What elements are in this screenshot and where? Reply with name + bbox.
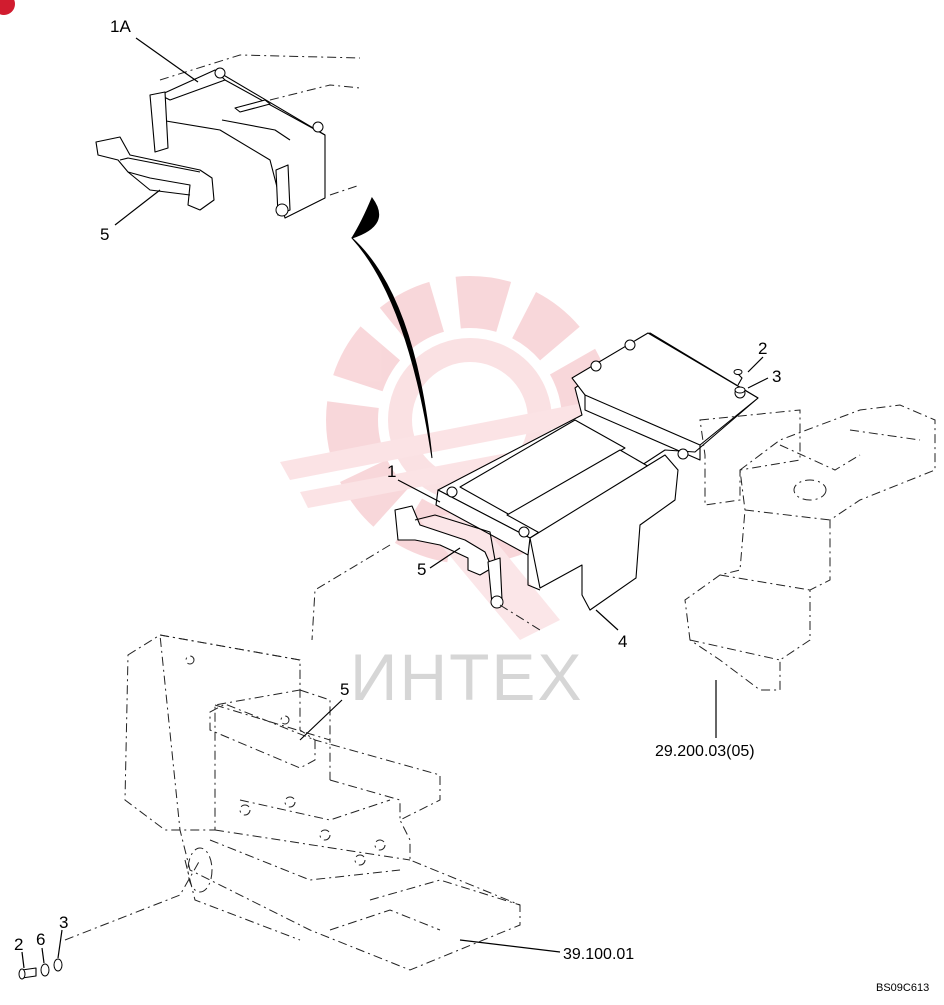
callout-2-right: 2: [758, 339, 767, 358]
leader-5-lower: [299, 699, 343, 741]
corner-badge-icon: [0, 0, 15, 15]
leader-1: [397, 479, 441, 503]
frame-assembly-dashed: [684, 404, 936, 691]
callout-3-right: 3: [772, 367, 781, 386]
loose-hardware: [18, 958, 63, 980]
chassis-assembly-dashed: [124, 634, 521, 971]
callout-6-left: 6: [36, 930, 45, 949]
cover-assembly: [394, 332, 759, 611]
leader-6-left: [41, 947, 45, 964]
chassis-reference-label: 39.100.01: [563, 946, 634, 963]
callout-5-lower: 5: [340, 680, 349, 699]
leader-chassis-ref: [459, 939, 561, 953]
phantom-line: [64, 859, 201, 941]
leader-3-left: [57, 929, 63, 959]
detail-view-1A: [95, 54, 361, 219]
leader-5-mid: [429, 547, 461, 569]
phantom-line: [499, 604, 541, 631]
leader-5-top: [114, 189, 161, 226]
callout-3-left: 3: [59, 913, 68, 932]
leader-4: [595, 609, 619, 631]
callout-1A: 1A: [110, 17, 131, 36]
leader-3-right: [747, 377, 769, 389]
callout-2-left: 2: [14, 935, 23, 954]
callout-5-mid: 5: [417, 560, 426, 579]
phantom-line: [311, 544, 391, 641]
callout-5-top: 5: [100, 225, 109, 244]
callout-1: 1: [387, 462, 396, 481]
leader-2-right: [747, 356, 764, 373]
callout-4: 4: [618, 632, 627, 651]
figure-code: BS09C613: [876, 982, 929, 994]
frame-reference-label: 29.200.03(05): [655, 743, 755, 760]
detail-arrow: [351, 196, 433, 459]
watermark-text: ИНТЕХ: [350, 640, 583, 714]
leader-2-left: [21, 951, 25, 969]
leader-1A: [135, 37, 199, 83]
